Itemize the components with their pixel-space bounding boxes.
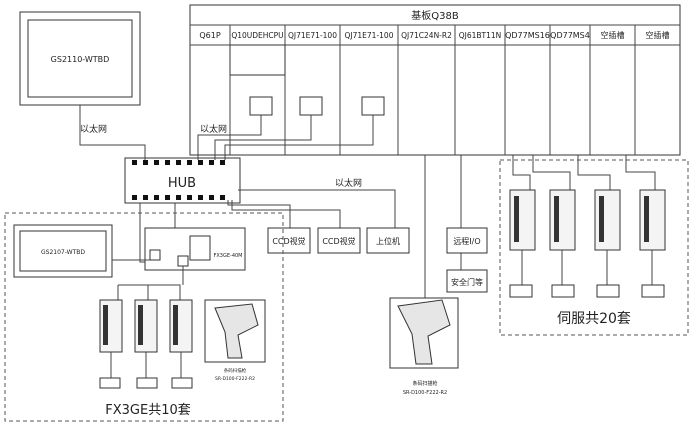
- scanner-local-model: SR-D100-F222-R2: [215, 376, 255, 382]
- hub-port: [132, 195, 137, 200]
- remote-io: [446, 227, 488, 254]
- fx-servo-motors: [99, 352, 193, 389]
- hmi-gs2107-label: GS2107-WTBD: [41, 249, 85, 256]
- hub-port: [209, 160, 214, 165]
- plc-rack: 基板Q38B Q61P Q10UDEHCPU QJ71E71-100 QJ71E71-…: [189, 4, 681, 156]
- safety-door-label: 安全门等: [451, 277, 483, 287]
- cpu-ethernet-port: [249, 96, 273, 116]
- host-pc-label: 上位机: [376, 236, 400, 246]
- fx-servo-driver: [169, 299, 193, 353]
- hub-port: [198, 195, 203, 200]
- plc-slot-label: QJ71E71-100: [345, 31, 394, 40]
- plc-slot-label: 空插槽: [601, 30, 625, 40]
- hub-port: [187, 195, 192, 200]
- ethernet-wiring: 以太网 以太网 以太网: [79, 105, 396, 263]
- hub-port: [143, 160, 148, 165]
- hmi-gs2110: GS2110-WTBD: [19, 11, 141, 106]
- ethernet-label-1: 以太网: [80, 123, 107, 135]
- fx3ge-group-frame: [4, 212, 284, 422]
- plc-slot-label: QD77MS4: [550, 31, 590, 40]
- ethernet-label-2: 以太网: [200, 123, 227, 135]
- e71-1-ethernet-port: [299, 96, 323, 116]
- plc-slot-label: Q10UDEHCPU: [231, 31, 283, 40]
- scanner-local-title: 条码扫描枪: [224, 367, 247, 374]
- barcode-scanner-main: 条码扫描枪 SR-D100-F222-R2: [389, 297, 459, 396]
- scanner-main-model: SR-D100-F222-R2: [403, 390, 447, 396]
- barcode-scanner-local: 条码扫描枪 SR-D100-F222-R2: [204, 299, 266, 382]
- e71-2-ethernet-port: [361, 96, 385, 116]
- hub-port: [132, 160, 137, 165]
- hub-port: [154, 195, 159, 200]
- hub: HUB: [124, 157, 241, 204]
- ccd-vision-1: [267, 227, 311, 254]
- fx-servo-driver: [134, 299, 158, 353]
- hub-port: [154, 160, 159, 165]
- host-pc: [366, 227, 410, 254]
- hub-port: [187, 160, 192, 165]
- ccd-vision-2-label: CCD视觉: [322, 236, 355, 246]
- hub-port: [220, 195, 225, 200]
- hmi-gs2110-label: GS2110-WTBD: [51, 55, 110, 64]
- hub-port: [143, 195, 148, 200]
- ccd-vision-1-label: CCD视觉: [272, 236, 305, 246]
- plc-base-label: 基板Q38B: [411, 9, 459, 22]
- servo-driver: [639, 189, 666, 251]
- fx-servo-driver: [99, 299, 123, 353]
- hub-port: [198, 160, 203, 165]
- servo-driver: [509, 189, 536, 251]
- hub-port: [176, 195, 181, 200]
- servo-driver: [549, 189, 576, 251]
- plc-slot-label: Q61P: [199, 31, 220, 40]
- safety-door: [446, 269, 488, 293]
- servo-group-frame: [499, 159, 689, 336]
- ccd-vision-2: [317, 227, 361, 254]
- hub-port: [165, 160, 170, 165]
- ethernet-label-3: 以太网: [335, 177, 362, 189]
- hub-port: [176, 160, 181, 165]
- plc-slot-label: QJ71C24N-R2: [401, 31, 452, 40]
- fx3ge-group-caption: FX3GE共10套: [105, 402, 190, 418]
- servo-driver: [594, 189, 621, 251]
- hub-port: [165, 195, 170, 200]
- scanner-main-title: 条码扫描枪: [412, 380, 437, 387]
- servo-group-caption: 伺服共20套: [557, 311, 631, 327]
- servo-motors: [509, 250, 665, 298]
- plc-base-frame: [189, 4, 681, 156]
- hub-port: [220, 160, 225, 165]
- hub-port: [209, 195, 214, 200]
- fx3ge-plc: FX3GE-40M: [144, 227, 246, 271]
- plc-slot-label: QD77MS16: [505, 31, 550, 40]
- hmi-gs2107: GS2107-WTBD: [13, 224, 113, 278]
- plc-slot-label: QJ61BT11N: [459, 31, 502, 40]
- fx3ge-plc-label: FX3GE-40M: [214, 253, 243, 259]
- remote-io-label: 远程I/O: [453, 237, 480, 246]
- plc-slot-label: 空插槽: [646, 30, 670, 40]
- hub-label: HUB: [168, 176, 196, 191]
- plc-slot-label: QJ71E71-100: [288, 31, 337, 40]
